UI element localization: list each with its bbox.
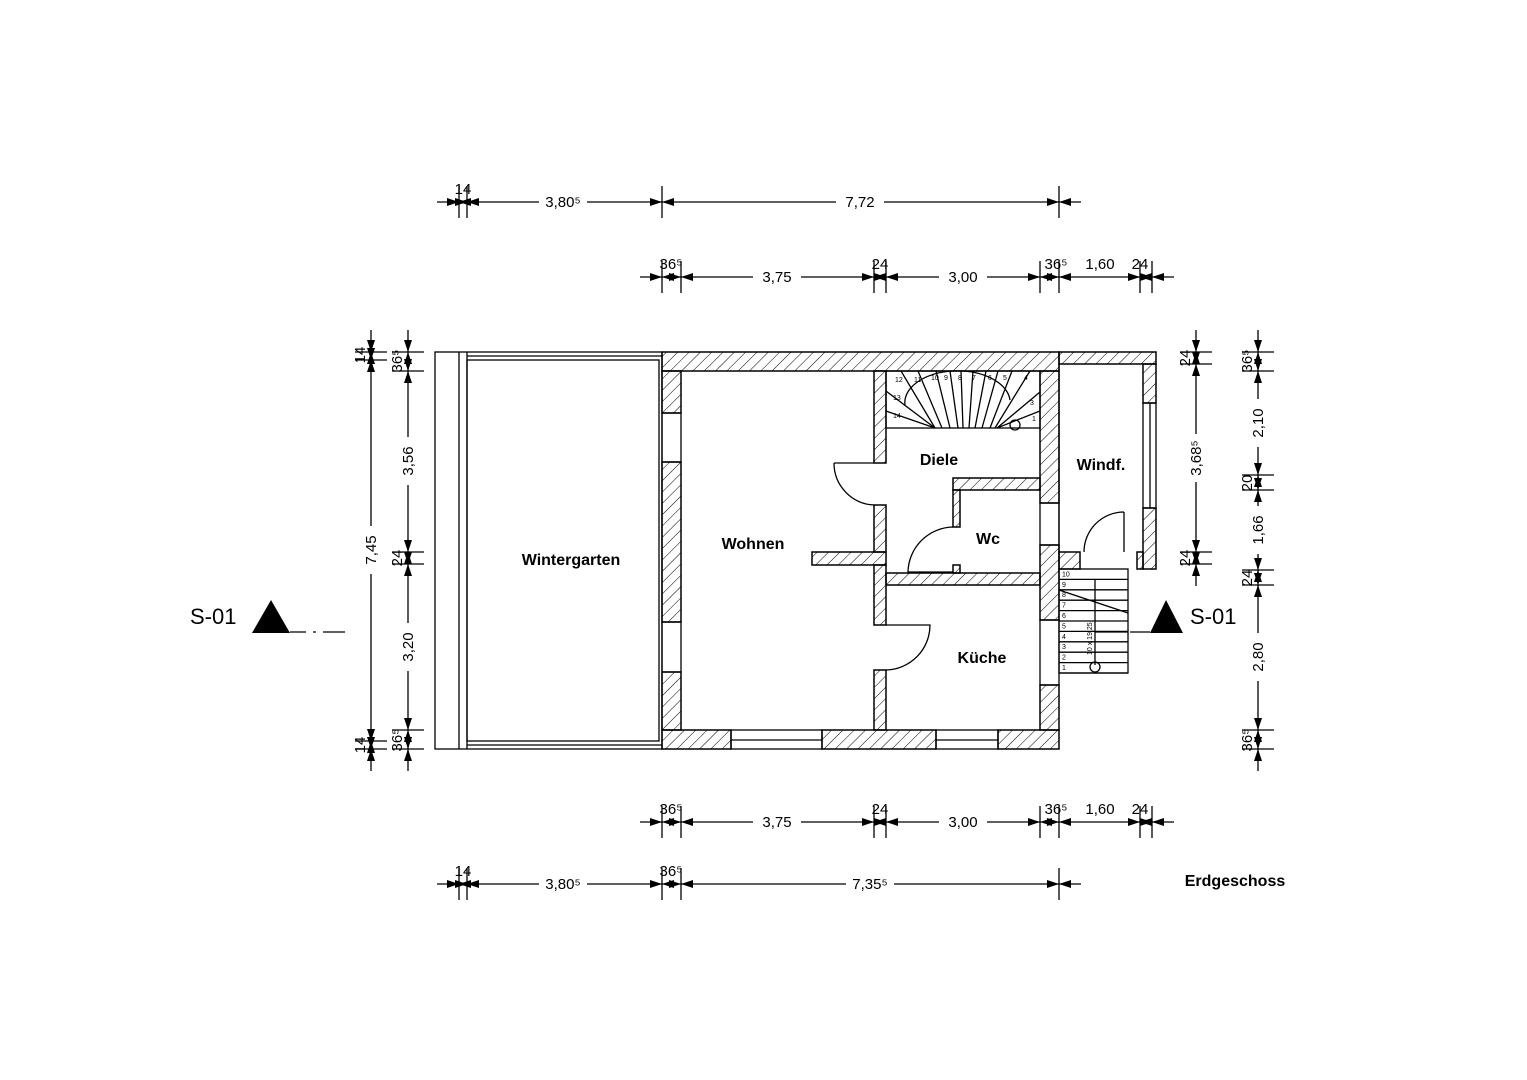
dim-label: 36⁵ (660, 863, 683, 880)
stair-step-number: 11 (914, 377, 921, 384)
stair-step-number: 7 (972, 375, 976, 382)
stair-step-number: 9 (1062, 582, 1066, 589)
section-markers: S-01 S-01 (190, 600, 1236, 633)
dim-label: 36⁵ (1239, 729, 1256, 752)
stair-step-number: 12 (895, 377, 903, 384)
stair-step-number: 8 (958, 375, 962, 382)
section-label-left: S-01 (190, 604, 236, 629)
room-wohnen: Wohnen (722, 536, 785, 553)
stair-step-number: 6 (988, 375, 992, 382)
dim-label: 1,60 (1085, 256, 1114, 273)
stair-step-number: 4 (1062, 634, 1066, 641)
stair-step-number: 5 (1062, 623, 1066, 630)
dim-label: 36⁵ (660, 801, 683, 818)
floor-title: Erdgeschoss (1185, 873, 1286, 890)
room-wintergarten: Wintergarten (522, 552, 621, 569)
dim-label: 36⁵ (1045, 801, 1068, 818)
stair-step-number: 9 (944, 375, 948, 382)
stair-step-number: 2 (1062, 655, 1066, 662)
dim-label: 7,35⁵ (852, 876, 887, 893)
dim-label: 24 (872, 801, 889, 818)
section-triangle-right (1150, 600, 1183, 633)
section-triangle-left (252, 600, 290, 633)
dim-label: 14 (352, 347, 369, 364)
dim-label: 36⁵ (389, 350, 406, 373)
dim-label: 36⁵ (660, 256, 683, 273)
dim-label: 7,72 (845, 194, 874, 211)
dim-label: 2,10 (1250, 408, 1267, 437)
room-wc: Wc (976, 531, 1000, 548)
stair-step-number: 10 (1062, 571, 1070, 578)
stair-step-number: 1 (1032, 416, 1036, 423)
stair-step-number: 1 (1062, 665, 1066, 672)
dim-label: 3,75 (762, 814, 791, 831)
dim-label: 24 (872, 256, 889, 273)
stair-annotation: 10 x 19,25 (1087, 622, 1094, 655)
room-windfang: Windf. (1077, 457, 1126, 474)
dim-label: 7,45 (363, 535, 380, 564)
stair-step-number: 5 (1003, 375, 1007, 382)
dim-label: 3,56 (400, 446, 417, 475)
dim-label: 14 (455, 181, 472, 198)
dim-label: 3,00 (948, 814, 977, 831)
stair-step-number: 3 (1030, 400, 1034, 407)
dim-chain-bottom_inner: 36⁵ 3,75 24 3,00 36⁵ 1,60 24 (640, 801, 1174, 838)
stair-step-number: 10 (931, 375, 939, 382)
dim-label: 24 (1177, 550, 1194, 567)
dim-label: 14 (455, 863, 472, 880)
dim-label: 36⁵ (389, 729, 406, 752)
room-labels: Wintergarten Wohnen Diele Wc Windf. Küch… (522, 452, 1286, 890)
dim-label: 3,68⁵ (1188, 440, 1205, 475)
dim-label: 1,66 (1250, 515, 1267, 544)
stair-step-number: 7 (1062, 603, 1066, 610)
dim-label: 24 (1132, 256, 1149, 273)
dim-label: 20 (1239, 475, 1256, 492)
dim-label: 24 (389, 550, 406, 567)
dim-chain-left_inner: 36⁵ 3,56 24 3,20 36⁵ (389, 330, 424, 771)
stair-step-number: 4 (1024, 375, 1028, 382)
dim-label: 3,80⁵ (545, 876, 580, 893)
stair-step-number: 13 (893, 395, 901, 402)
dim-label: 3,80⁵ (545, 194, 580, 211)
dim-label: 14 (352, 737, 369, 754)
dim-label: 1,60 (1085, 801, 1114, 818)
dim-chain-right_inner: 24 3,68⁵ 24 (1177, 330, 1212, 586)
stair-step-number: 3 (1062, 644, 1066, 651)
room-diele: Diele (920, 452, 958, 469)
dim-chain-top_outer: 14 3,80⁵ 7,72 (437, 181, 1081, 218)
dim-label: 24 (1132, 801, 1149, 818)
dim-chain-right_outer: 36⁵ 2,10 20 1,66 24 2,80 36⁵ (1239, 330, 1274, 771)
dim-chain-bottom_outer: 14 3,80⁵ 36⁵ 7,35⁵ (437, 863, 1081, 900)
dim-label: 36⁵ (1045, 256, 1068, 273)
dim-label: 36⁵ (1239, 350, 1256, 373)
room-kueche: Küche (958, 650, 1007, 667)
dim-chain-left_outer: 14 7,45 14 (352, 330, 387, 771)
stair-step-number: 8 (1062, 592, 1066, 599)
walls (434, 351, 1157, 750)
dim-label: 2,80 (1250, 642, 1267, 671)
dim-chain-top_inner: 36⁵ 3,75 24 3,00 36⁵ 1,60 24 (640, 256, 1174, 293)
stair-step-number: 14 (893, 413, 901, 420)
stair-step-number: 6 (1062, 613, 1066, 620)
dim-label: 24 (1177, 350, 1194, 367)
dim-label: 3,00 (948, 269, 977, 286)
section-label-right: S-01 (1190, 604, 1236, 629)
dim-label: 24 (1239, 570, 1256, 587)
dim-label: 3,20 (400, 632, 417, 661)
dim-label: 3,75 (762, 269, 791, 286)
